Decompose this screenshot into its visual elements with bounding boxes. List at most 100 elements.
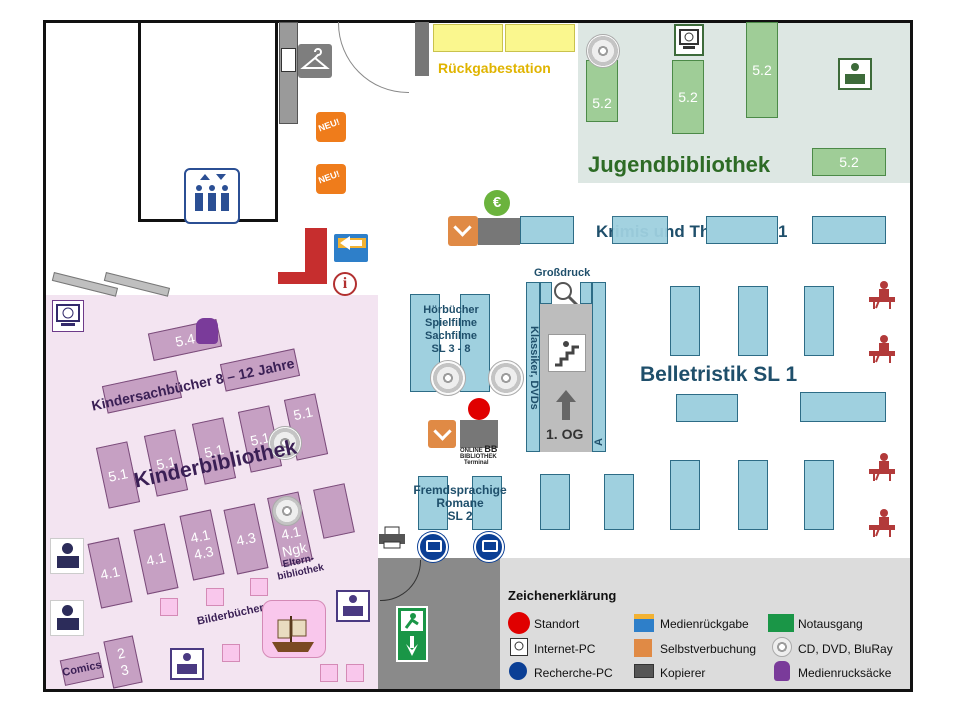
info-icon[interactable]: i (333, 272, 357, 296)
desk-pc-icon (50, 600, 84, 636)
reading-desk-icon (866, 280, 898, 310)
dvd-icon (272, 496, 302, 526)
crime-shelf (520, 216, 574, 244)
reading-desk-icon (866, 508, 898, 538)
reading-area-icon (838, 58, 872, 90)
euro-icon: € (484, 190, 510, 216)
standort-marker (468, 398, 490, 420)
dvd-icon (430, 360, 466, 396)
stool (320, 664, 338, 682)
legend-title: Zeichenerklärung (508, 588, 617, 603)
return-shelf (505, 24, 575, 52)
teen-shelf: 5.2 (812, 148, 886, 176)
audio-line: Sachfilme (425, 330, 477, 342)
onleihe-top: ONLINE (460, 448, 483, 454)
onleihe-bb: BB (484, 444, 498, 454)
recherche-pc-icon (509, 662, 527, 680)
internet-pc-icon[interactable] (52, 300, 84, 332)
dvd-icon (772, 637, 792, 657)
up-arrow-icon (556, 390, 576, 420)
shelf-label: 5.1 (106, 464, 130, 485)
dvd-icon (586, 34, 620, 68)
legend-label: CD, DVD, BluRay (798, 642, 893, 656)
fiction-shelf (738, 286, 768, 356)
internet-pc-icon (510, 638, 528, 656)
onleihe-terminal-label: Terminal (464, 460, 489, 466)
foreign-novels-label: Fremdsprachige Romane SL 2 (410, 484, 510, 523)
copier-icon[interactable] (378, 526, 406, 550)
recherche-pc-icon[interactable] (418, 532, 448, 562)
teen-library-label: Jugendbibliothek (588, 152, 771, 177)
new-media-icon[interactable]: NEU! (316, 112, 346, 142)
shelf-label: 2 3 (115, 644, 131, 679)
foreign-line: Romane (436, 496, 484, 510)
dvd-icon (268, 426, 302, 460)
shelf-label: 4.1 (144, 548, 168, 569)
classics-shelf (526, 282, 540, 452)
classics-shelf (540, 282, 552, 304)
audio-books-label: Hörbücher Spielfilme Sachfilme SL 3 - 8 (416, 304, 486, 356)
crime-shelf (612, 216, 668, 244)
shelf-label: 4.1 4.3 (188, 526, 215, 563)
new-media-icon[interactable]: NEU! (316, 164, 346, 194)
shelf-label: 5.4 (173, 329, 197, 350)
fiction-shelf (670, 286, 700, 356)
shelf-label: 5.2 (752, 62, 772, 78)
shelf-label: 5.2 (592, 95, 612, 111)
teen-shelf: 5.2 (746, 22, 778, 118)
stairs-icon (548, 334, 586, 372)
pirate-ship-icon (268, 612, 318, 656)
teen-shelf: 5.2 (586, 60, 618, 122)
legend-label: Selbstverbuchung (660, 642, 757, 656)
backpack-icon (196, 318, 218, 344)
stool (346, 664, 364, 682)
onleihe-sub: BIBLIOTHEK (460, 454, 497, 460)
comics-label: Comics (61, 658, 103, 679)
locker-column (279, 22, 298, 124)
new-media-label: NEU! (316, 116, 342, 134)
reading-area-icon (336, 590, 370, 622)
large-print-label: Großdruck (534, 267, 591, 279)
backpack-icon (774, 661, 790, 681)
classics-shelf (580, 282, 592, 304)
legend-label: Recherche-PC (534, 666, 613, 680)
fiction-shelf (604, 474, 634, 530)
hanger-icon (298, 44, 332, 78)
upper-floor-label: 1. OG (546, 426, 584, 442)
fiction-shelf (804, 460, 834, 530)
legend-label: Medienrückgabe (660, 617, 749, 631)
return-shelf (433, 24, 503, 52)
medienrueckgabe-icon (634, 614, 654, 632)
stool (160, 598, 178, 616)
shelf-label: 5.2 (678, 89, 698, 105)
reading-desk-icon (866, 452, 898, 482)
shelf-label: 5.2 (839, 154, 859, 170)
emergency-exit-icon (396, 606, 428, 662)
crime-shelf (706, 216, 778, 244)
info-desk (278, 228, 328, 284)
shelf-label: 5.1 (291, 403, 315, 424)
fiction-shelf (676, 394, 738, 422)
legend-label: Internet-PC (534, 642, 596, 656)
fiction-shelf (738, 460, 768, 530)
self-checkout-icon[interactable] (428, 420, 456, 448)
internet-pc-icon[interactable] (674, 24, 704, 56)
fiction-label: Belletristik SL 1 (640, 363, 798, 386)
onleihe-terminal[interactable] (460, 420, 498, 448)
elevator-icon[interactable] (184, 168, 240, 224)
foreign-line: SL 2 (447, 509, 473, 523)
notausgang-icon (768, 614, 794, 632)
self-checkout-icon[interactable] (448, 216, 478, 246)
fiction-shelf (540, 474, 570, 530)
legend-label: Notausgang (798, 617, 863, 631)
return-station-label: Rückgabestation (438, 60, 551, 76)
recherche-pc-icon[interactable] (474, 532, 504, 562)
stool (206, 588, 224, 606)
classics-label: Klassiker, DVDs (528, 326, 540, 410)
media-return-icon[interactable] (332, 232, 372, 266)
audio-line: Spielfilme (425, 317, 477, 329)
selbstverbuchung-icon (634, 639, 652, 657)
dvd-icon (488, 360, 524, 396)
shelf-a-label: A (592, 438, 605, 446)
audio-line: Hörbücher (423, 304, 479, 316)
